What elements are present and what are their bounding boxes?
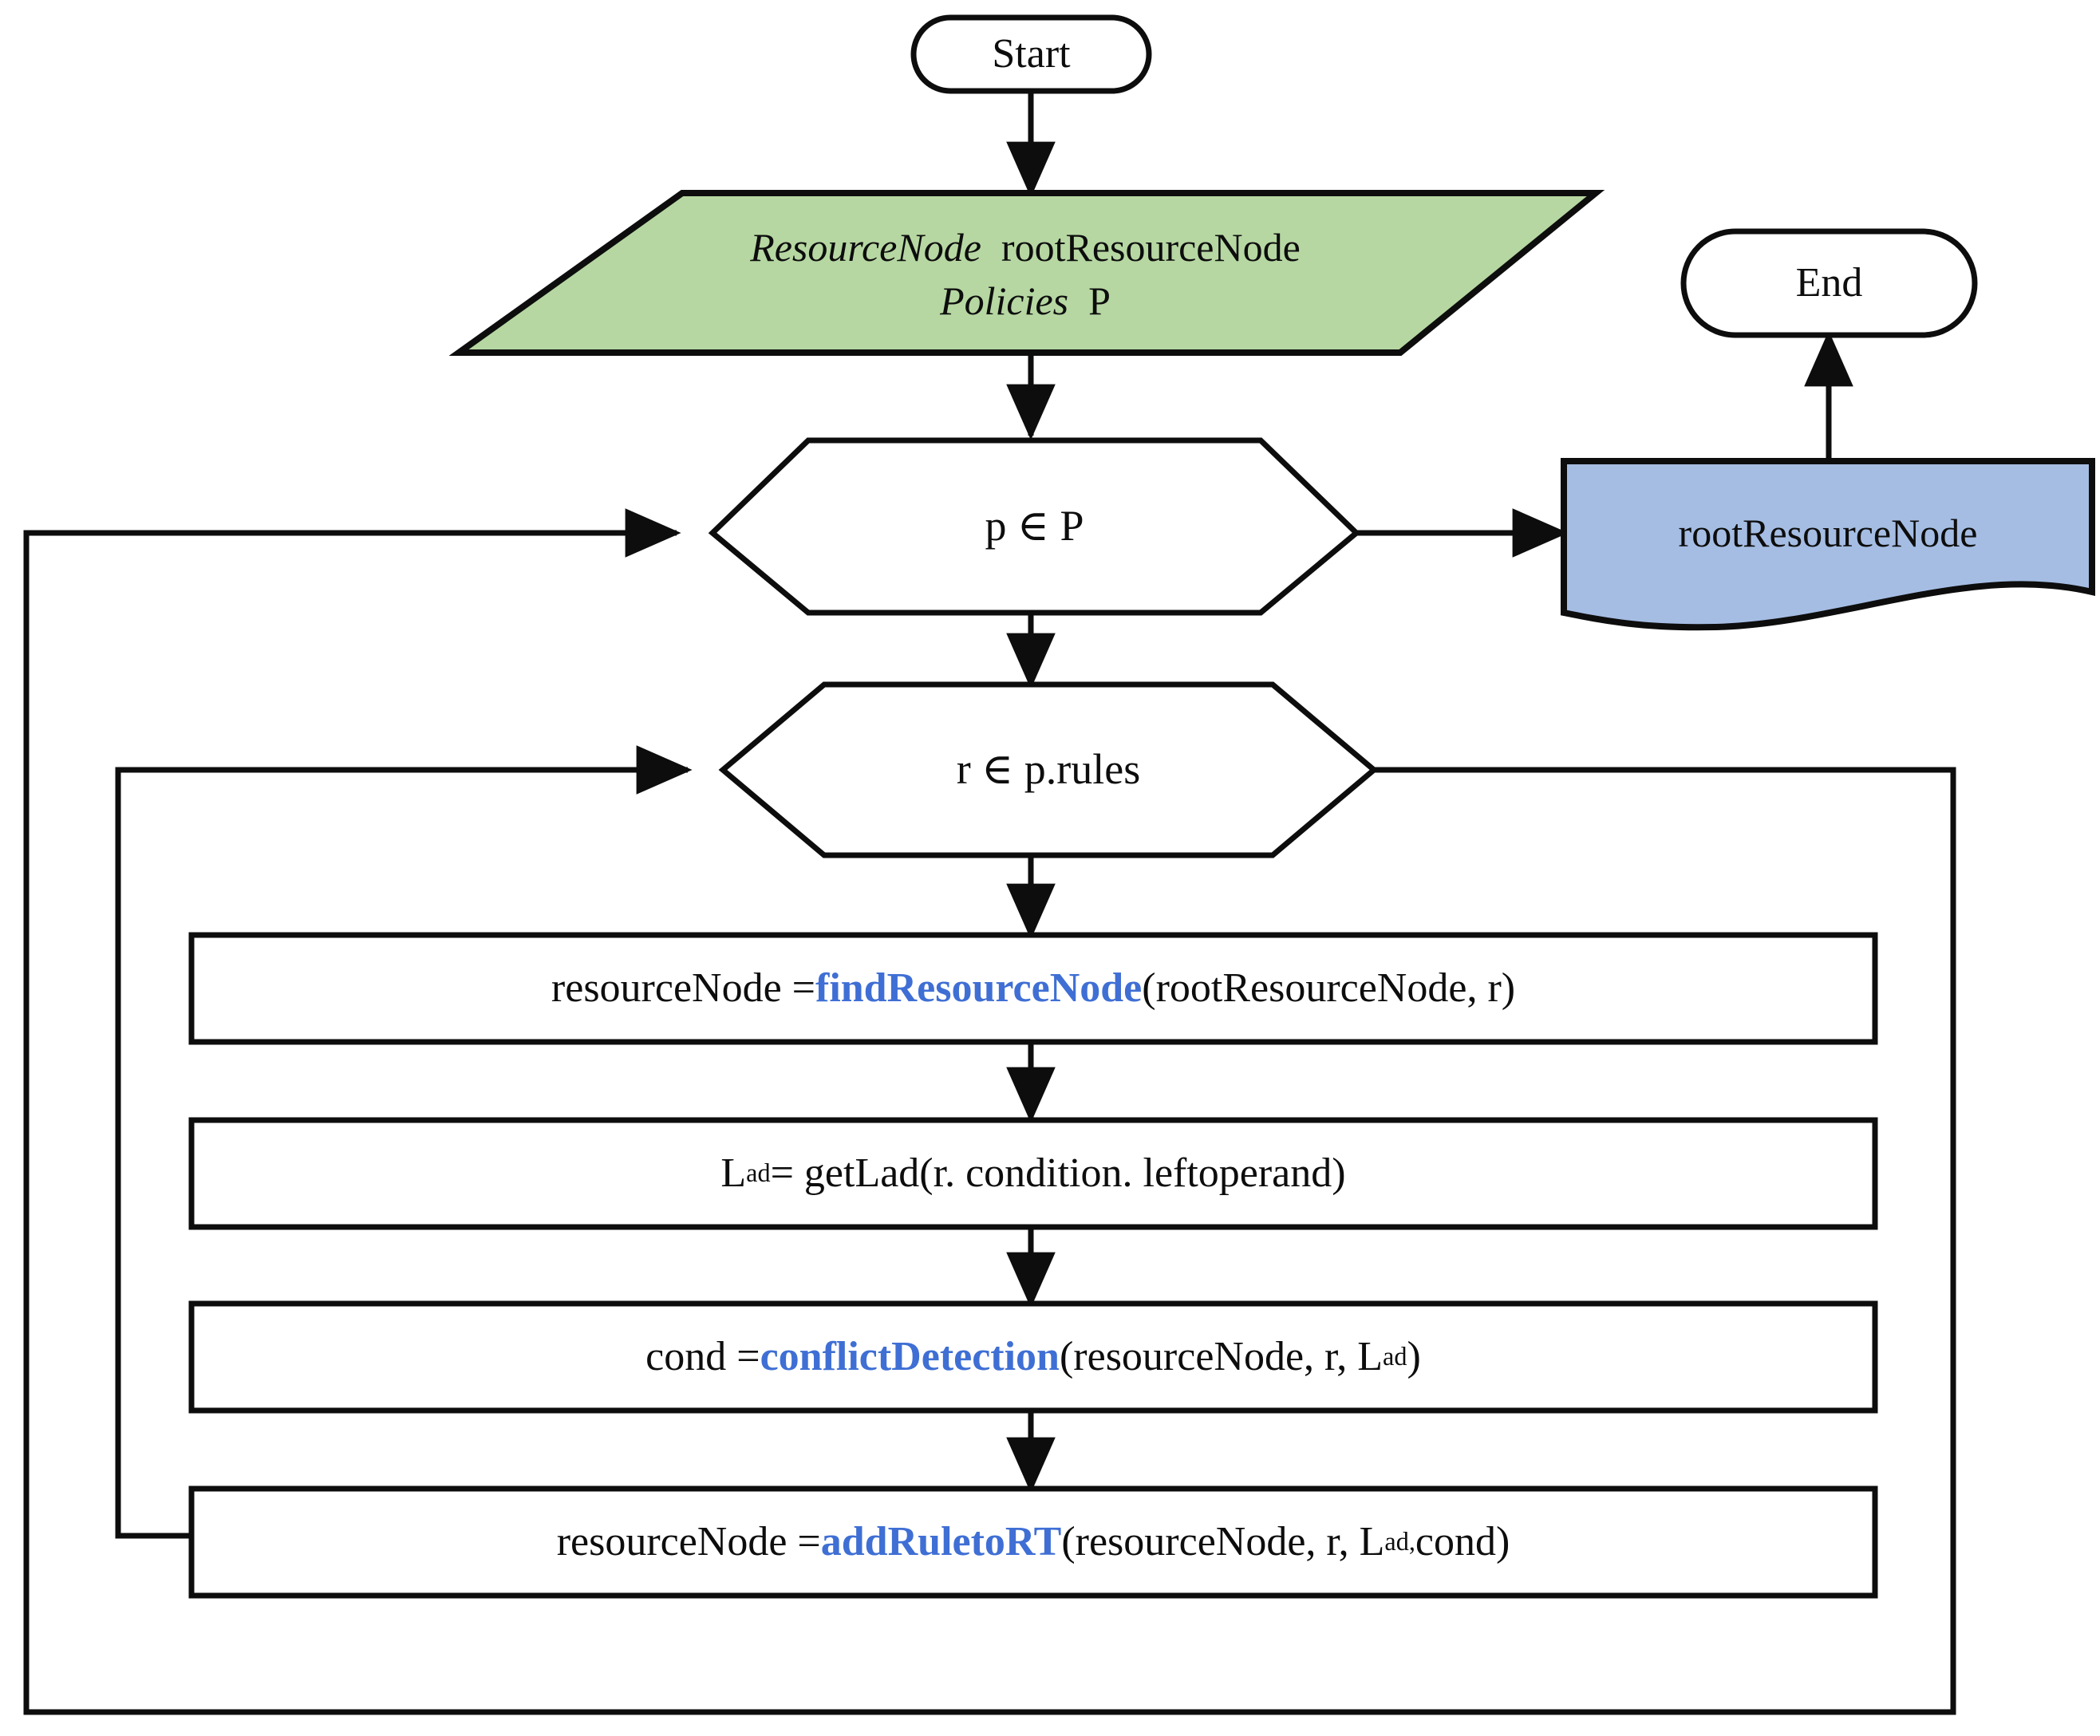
end-node-shape bbox=[1680, 228, 1978, 338]
get-lad-shape bbox=[188, 1117, 1878, 1230]
conflict-detection-shape bbox=[188, 1300, 1878, 1414]
start-node-shape bbox=[910, 14, 1152, 94]
find-resource-node-shape bbox=[188, 932, 1878, 1045]
loop-policies-shape bbox=[708, 437, 1361, 616]
edge-outer-loop-back bbox=[23, 508, 1956, 1715]
output-root-shape bbox=[1561, 458, 2095, 631]
input-node-shape bbox=[448, 190, 1605, 356]
add-rule-to-rt-shape bbox=[188, 1485, 1878, 1599]
edge-inner-loop-back bbox=[115, 745, 693, 1539]
loop-rules-shape bbox=[718, 681, 1379, 858]
